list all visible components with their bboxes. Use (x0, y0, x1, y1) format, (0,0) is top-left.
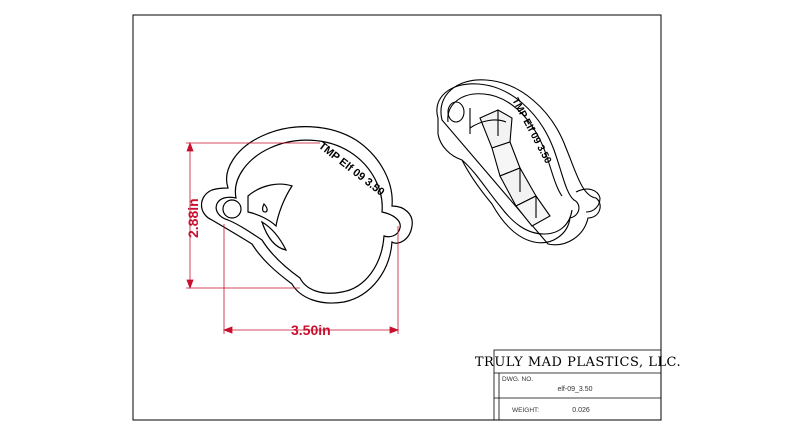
front-engraving-text: TMP Elf 09 3.50 (316, 140, 386, 199)
dwg-no-value: elf-09_3.50 (557, 386, 592, 393)
dimension-lines (186, 141, 400, 334)
iso-engraving-text: TMP Elf 09 3.50 (509, 96, 553, 166)
company-name: TRULY MAD PLASTICS, LLC. (475, 355, 681, 370)
height-dimension-label: 2.88in (185, 198, 201, 238)
weight-value: 0.026 (572, 407, 590, 414)
front-view-cutter (200, 126, 413, 304)
width-dimension-label: 3.50in (291, 322, 331, 338)
title-block (493, 349, 662, 421)
isometric-view-cutter (436, 79, 601, 246)
weight-label: WEIGHT: (512, 407, 539, 414)
dwg-no-label: DWG. NO. (502, 376, 533, 383)
drawing-frame (132, 14, 662, 421)
